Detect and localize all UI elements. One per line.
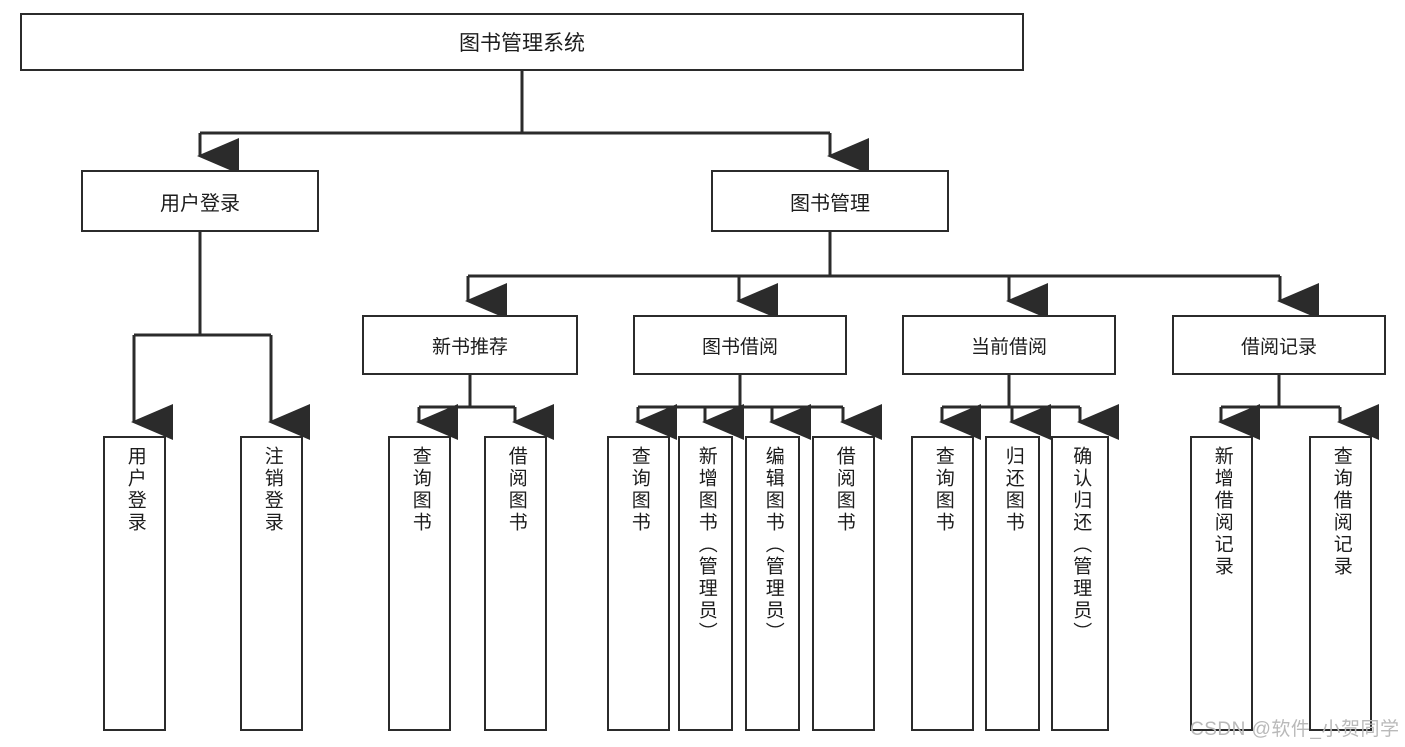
leaf-borrow-book-bb[interactable]: 借阅图书 — [812, 436, 875, 731]
watermark: CSDN @软件_小贺同学 — [1190, 714, 1399, 741]
leaf-borrow-book-nbr-label: 借阅图书 — [505, 446, 527, 534]
node-root-label: 图书管理系统 — [459, 32, 585, 55]
node-user-login-label: 用户登录 — [160, 192, 240, 215]
leaf-confirm-return-admin-label: 确认归还（管理员） — [1070, 446, 1092, 644]
leaf-logout[interactable]: 注销登录 — [240, 436, 303, 731]
node-borrow-record[interactable]: 借阅记录 — [1172, 315, 1386, 375]
leaf-return-book-label: 归还图书 — [1002, 446, 1024, 534]
node-current-borrow-label: 当前借阅 — [970, 336, 1047, 358]
node-borrow-record-label: 借阅记录 — [1240, 336, 1317, 358]
leaf-query-borrow-record-label: 查询借阅记录 — [1330, 446, 1352, 578]
leaf-user-login[interactable]: 用户登录 — [103, 436, 166, 731]
leaf-return-book[interactable]: 归还图书 — [985, 436, 1040, 731]
leaf-edit-book-admin-label: 编辑图书（管理员） — [762, 446, 784, 644]
node-book-borrow[interactable]: 图书借阅 — [633, 315, 847, 375]
node-book-borrow-label: 图书借阅 — [701, 336, 778, 358]
leaf-query-book-bb[interactable]: 查询图书 — [607, 436, 670, 731]
watermark-text: CSDN @软件_小贺同学 — [1190, 719, 1400, 740]
leaf-add-book-admin-label: 新增图书（管理员） — [695, 446, 717, 644]
leaf-logout-label: 注销登录 — [261, 446, 283, 534]
leaf-add-borrow-record[interactable]: 新增借阅记录 — [1190, 436, 1253, 731]
leaf-confirm-return-admin[interactable]: 确认归还（管理员） — [1051, 436, 1109, 731]
node-book-manage[interactable]: 图书管理 — [711, 170, 949, 232]
leaf-add-borrow-record-label: 新增借阅记录 — [1211, 446, 1233, 578]
leaf-query-book-bb-label: 查询图书 — [628, 446, 650, 534]
node-new-book-recommend[interactable]: 新书推荐 — [362, 315, 578, 375]
leaf-edit-book-admin[interactable]: 编辑图书（管理员） — [745, 436, 800, 731]
leaf-user-login-label: 用户登录 — [124, 446, 146, 534]
leaf-borrow-book-nbr[interactable]: 借阅图书 — [484, 436, 547, 731]
leaf-borrow-book-bb-label: 借阅图书 — [833, 446, 855, 534]
leaf-query-book-nbr-label: 查询图书 — [409, 446, 431, 534]
leaf-add-book-admin[interactable]: 新增图书（管理员） — [678, 436, 733, 731]
node-user-login[interactable]: 用户登录 — [81, 170, 319, 232]
node-book-manage-label: 图书管理 — [790, 192, 870, 215]
node-current-borrow[interactable]: 当前借阅 — [902, 315, 1116, 375]
node-root[interactable]: 图书管理系统 — [20, 13, 1024, 71]
leaf-query-book-cb-label: 查询图书 — [932, 446, 954, 534]
leaf-query-book-cb[interactable]: 查询图书 — [911, 436, 974, 731]
node-new-book-recommend-label: 新书推荐 — [431, 336, 508, 358]
leaf-query-borrow-record[interactable]: 查询借阅记录 — [1309, 436, 1372, 731]
leaf-query-book-nbr[interactable]: 查询图书 — [388, 436, 451, 731]
